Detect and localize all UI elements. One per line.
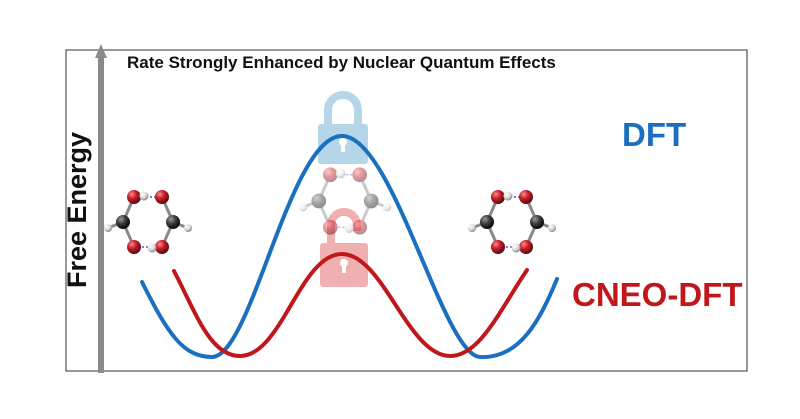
reactant-dimer bbox=[104, 190, 192, 254]
carbon-atom bbox=[480, 215, 494, 229]
carbon-atom bbox=[166, 215, 180, 229]
oxygen-atom bbox=[519, 190, 533, 204]
oxygen-atom bbox=[352, 167, 368, 183]
hydrogen-atom bbox=[548, 224, 556, 232]
hydrogen-atom bbox=[147, 243, 157, 253]
transition-state-dimer bbox=[298, 167, 392, 235]
oxygen-atom bbox=[155, 240, 169, 254]
oxygen-atom bbox=[322, 167, 338, 183]
dft-label: DFT bbox=[622, 116, 686, 153]
product-dimer bbox=[468, 190, 556, 254]
cneo-dft-label: CNEO-DFT bbox=[572, 276, 742, 313]
oxygen-atom bbox=[127, 240, 141, 254]
carbon-atom bbox=[116, 215, 130, 229]
carbon-atom bbox=[311, 193, 327, 209]
carbon-atom bbox=[363, 193, 379, 209]
hydrogen-atom bbox=[336, 168, 346, 179]
y-axis-label: Free Energy bbox=[62, 132, 92, 288]
hydrogen-atom bbox=[511, 243, 521, 253]
oxygen-atom bbox=[491, 240, 505, 254]
hydrogen-atom bbox=[298, 203, 308, 212]
y-axis-arrowhead bbox=[95, 44, 107, 58]
hydrogen-atom bbox=[503, 191, 513, 201]
dft-energy-curve bbox=[140, 133, 559, 360]
diagram-title: Rate Strongly Enhanced by Nuclear Quantu… bbox=[127, 53, 556, 72]
hydrogen-atom bbox=[104, 224, 112, 232]
cneo-dft-energy-curve bbox=[172, 251, 529, 359]
oxygen-atom bbox=[155, 190, 169, 204]
hydrogen-atom bbox=[139, 191, 149, 201]
oxygen-atom bbox=[491, 190, 505, 204]
hydrogen-atom bbox=[184, 224, 192, 232]
oxygen-atom bbox=[519, 240, 533, 254]
oxygen-atom bbox=[352, 219, 368, 235]
y-axis bbox=[95, 44, 107, 373]
carbon-atom bbox=[530, 215, 544, 229]
oxygen-atom bbox=[322, 219, 338, 235]
oxygen-atom bbox=[127, 190, 141, 204]
hydrogen-atom bbox=[344, 223, 354, 234]
plot-frame bbox=[65, 49, 748, 372]
hydrogen-atom bbox=[468, 224, 476, 232]
hydrogen-atom bbox=[382, 203, 392, 212]
lock-closed-icon bbox=[318, 91, 368, 164]
